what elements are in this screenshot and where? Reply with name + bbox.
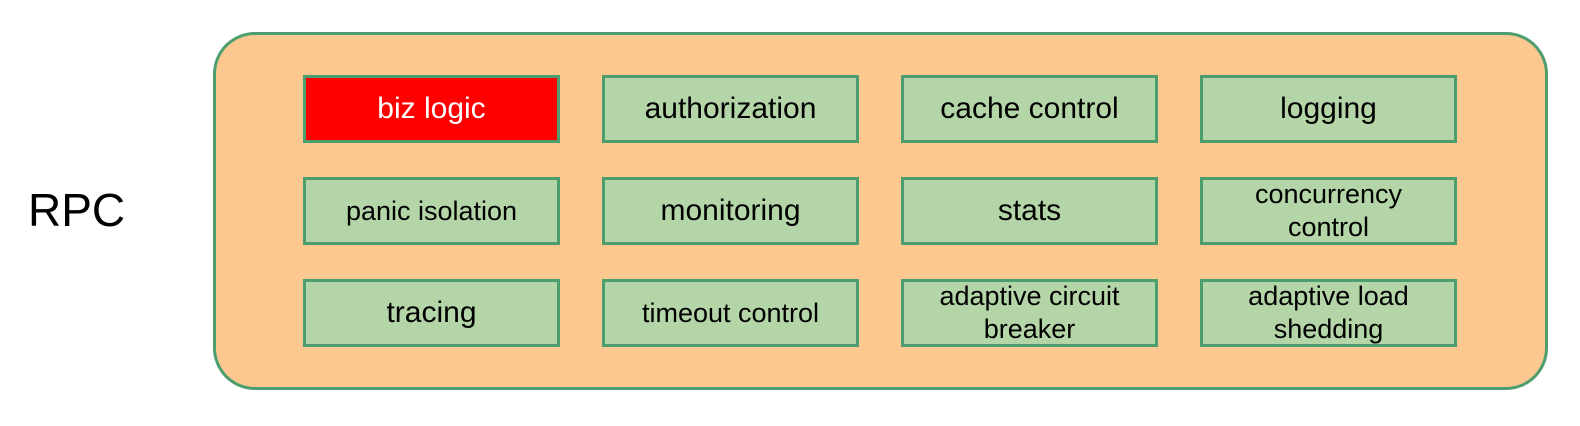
middleware-cell-adaptive-load-shedding[interactable]: adaptive load shedding bbox=[1200, 279, 1457, 347]
rpc-side-label: RPC bbox=[28, 184, 126, 236]
middleware-cell-monitoring[interactable]: monitoring bbox=[602, 177, 859, 245]
middleware-cell-concurrency-control[interactable]: concurrency control bbox=[1200, 177, 1457, 245]
middleware-cell-tracing[interactable]: tracing bbox=[303, 279, 560, 347]
middleware-cell-stats[interactable]: stats bbox=[901, 177, 1158, 245]
middleware-cell-panic-isolation[interactable]: panic isolation bbox=[303, 177, 560, 245]
middleware-cell-adaptive-circuit-breaker[interactable]: adaptive circuit breaker bbox=[901, 279, 1158, 347]
middleware-cell-cache-control[interactable]: cache control bbox=[901, 75, 1158, 143]
middleware-grid: biz logic authorization cache control lo… bbox=[303, 75, 1457, 347]
middleware-cell-authorization[interactable]: authorization bbox=[602, 75, 859, 143]
middleware-cell-logging[interactable]: logging bbox=[1200, 75, 1457, 143]
rpc-container: biz logic authorization cache control lo… bbox=[213, 32, 1548, 390]
middleware-cell-timeout-control[interactable]: timeout control bbox=[602, 279, 859, 347]
middleware-cell-biz-logic[interactable]: biz logic bbox=[303, 75, 560, 143]
